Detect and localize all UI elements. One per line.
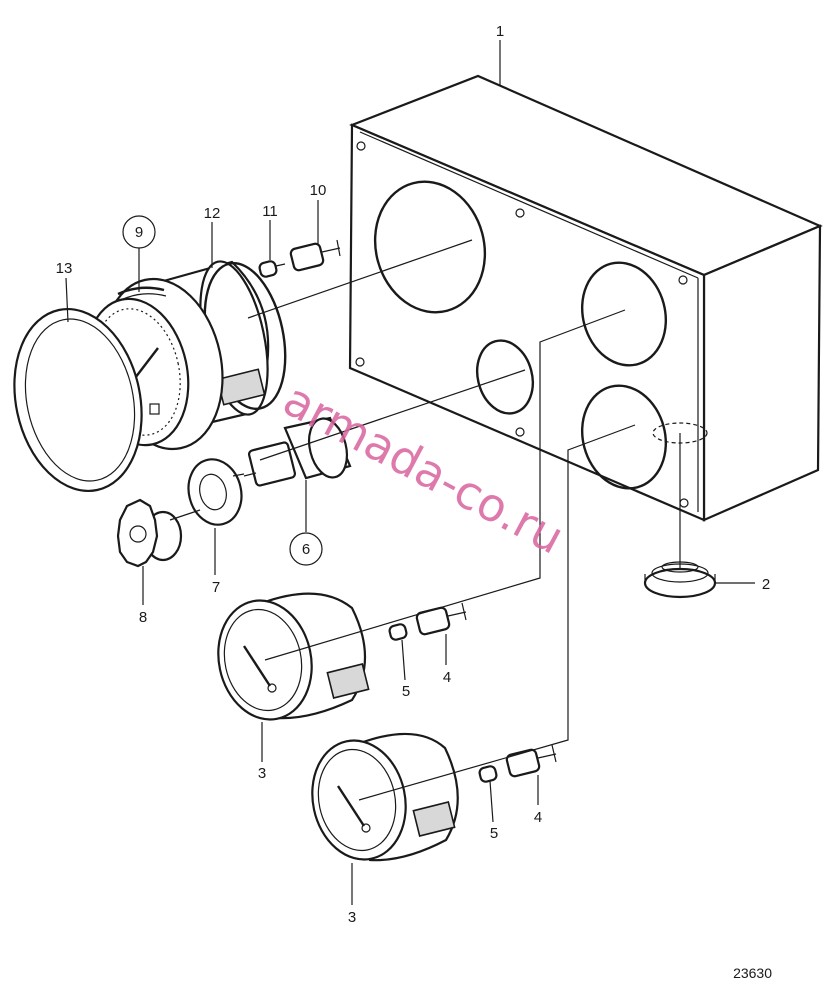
callout-1: 1	[496, 23, 504, 40]
callout-4-lower: 4	[534, 809, 542, 826]
washer	[187, 458, 243, 526]
callout-4-upper: 4	[443, 669, 451, 686]
callout-circle-9	[122, 215, 156, 249]
small-gauge-lower	[311, 732, 459, 862]
callout-5-lower: 5	[490, 825, 498, 842]
small-gauge-upper	[217, 592, 370, 721]
callout-12: 12	[204, 205, 221, 222]
callout-13: 13	[56, 260, 73, 277]
sender-unit	[243, 416, 352, 487]
figure-number: 23630	[733, 965, 772, 981]
callout-3-lower: 3	[348, 909, 356, 926]
bulb-holder-lower	[478, 744, 557, 783]
gear-nut	[116, 498, 183, 568]
bulb-holder-large	[258, 239, 341, 278]
bulb-holder-upper	[388, 602, 467, 641]
assembly-guide-lines	[169, 239, 681, 801]
callout-5-upper: 5	[402, 683, 410, 700]
callout-7: 7	[212, 579, 220, 596]
callout-3-upper: 3	[258, 765, 266, 782]
callout-8: 8	[139, 609, 147, 626]
callout-circle-6	[289, 532, 323, 566]
leader-lines	[65, 40, 755, 905]
callout-6: 6	[302, 541, 310, 558]
large-gauge-assembly	[13, 260, 287, 493]
callout-2: 2	[762, 576, 770, 593]
grommet	[643, 561, 717, 599]
callout-11: 11	[262, 203, 278, 220]
callout-10: 10	[310, 182, 327, 199]
callout-9: 9	[135, 224, 143, 241]
